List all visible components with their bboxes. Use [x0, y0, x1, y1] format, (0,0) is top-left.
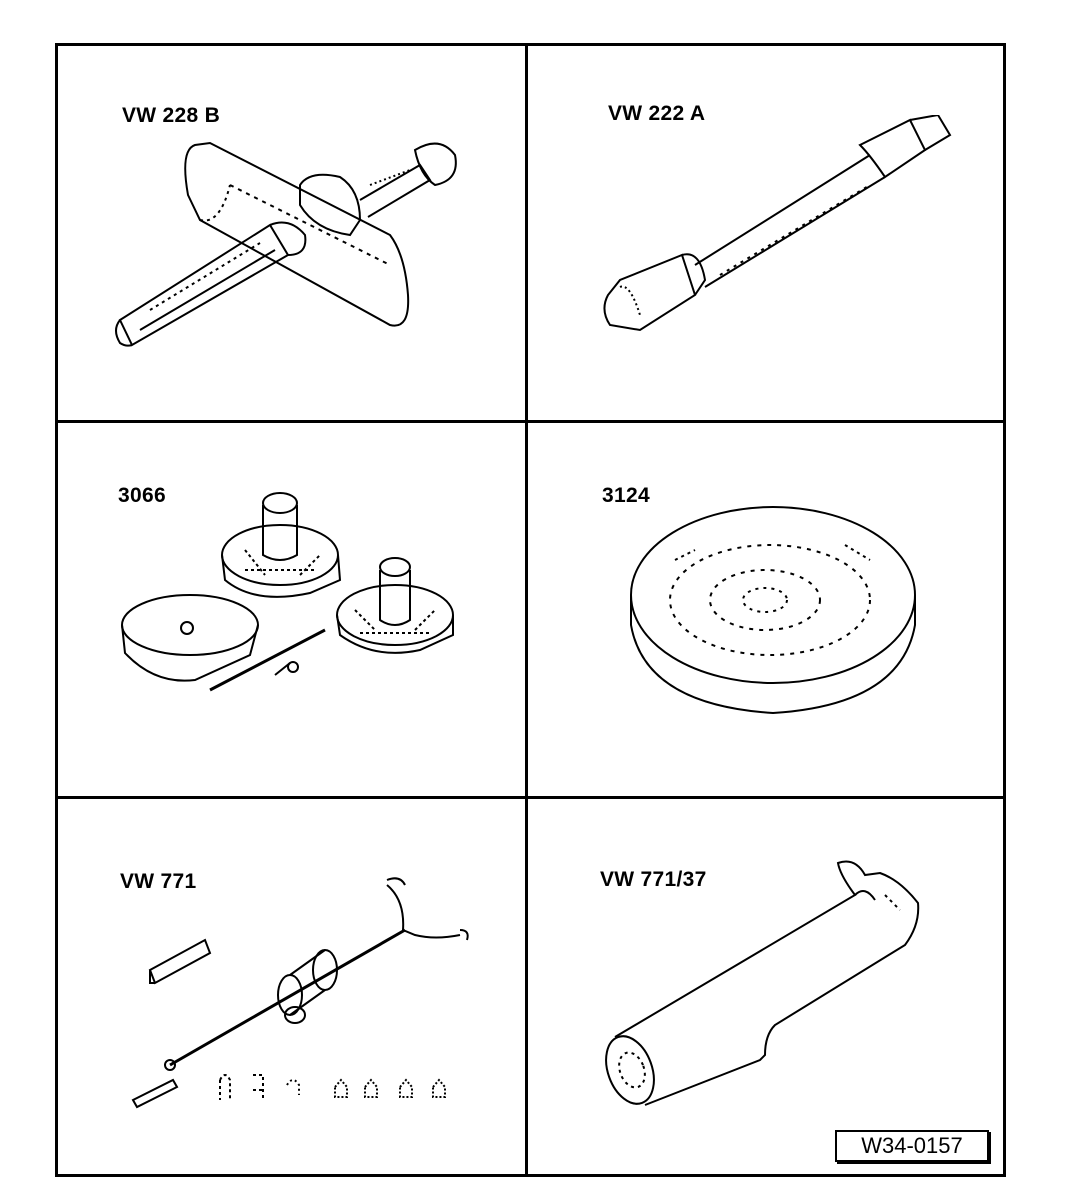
- tool-label-4: 3124: [602, 484, 650, 507]
- tool-label-1: VW 228 B: [122, 104, 221, 127]
- tool-label-6: VW 771/37: [600, 868, 707, 891]
- figure-reference: W34-0157: [835, 1130, 989, 1162]
- grid-divider-row-2: [55, 796, 1006, 799]
- puller-icon: [110, 125, 470, 355]
- thrust-plate-icon: [625, 500, 925, 725]
- slide-hammer-icon: [125, 875, 485, 1115]
- seal-installer-icon: [115, 485, 475, 710]
- tool-label-2: VW 222 A: [608, 102, 706, 125]
- drift-icon: [600, 115, 960, 335]
- hook-puller-icon: [600, 855, 930, 1120]
- grid-divider-row-1: [55, 420, 1006, 423]
- tool-label-3: 3066: [118, 484, 166, 507]
- tool-label-5: VW 771: [120, 870, 197, 893]
- grid-divider-vertical: [525, 43, 528, 1177]
- tool-sheet: [55, 43, 1006, 1177]
